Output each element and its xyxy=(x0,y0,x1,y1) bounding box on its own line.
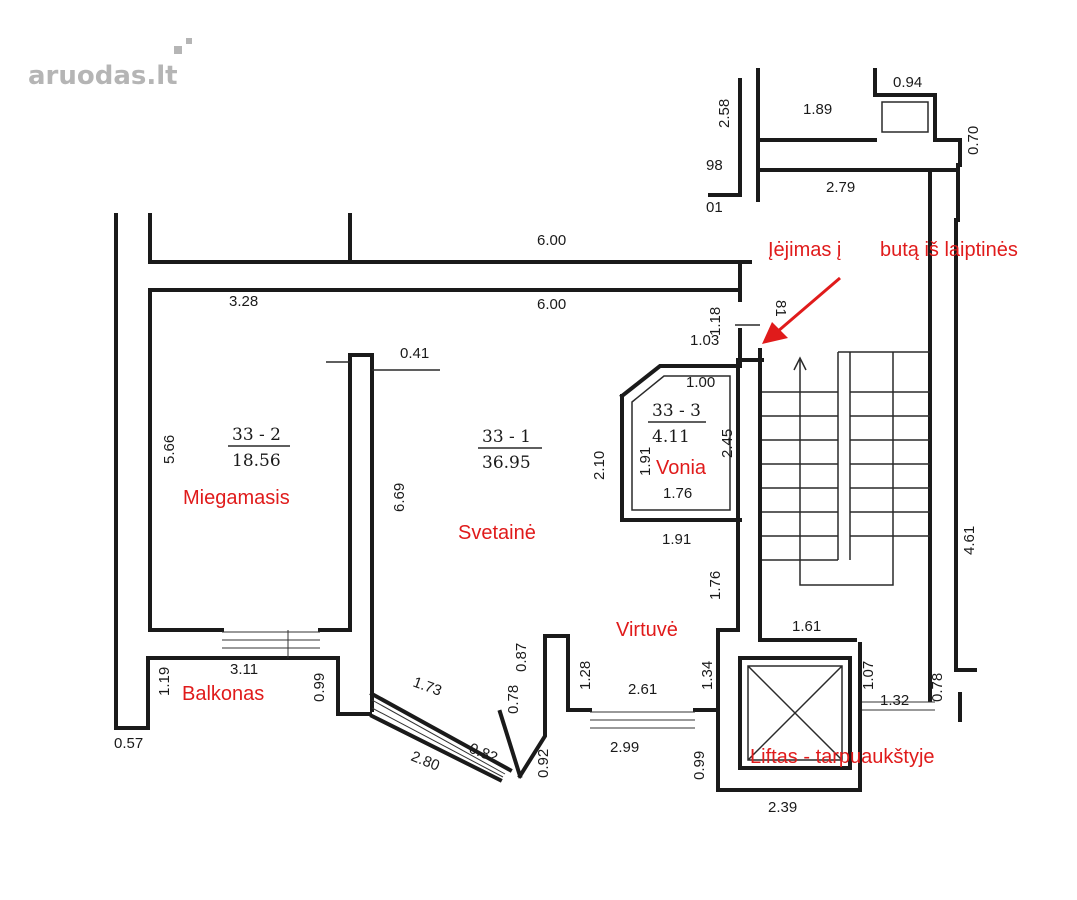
dim: 1.76 xyxy=(663,485,692,502)
svg-text:aruodas.lt: aruodas.lt xyxy=(28,61,178,91)
dim: 1.34 xyxy=(699,661,716,690)
dim: 1.28 xyxy=(577,661,594,690)
dim: 3.11 xyxy=(230,661,258,678)
dim: 1.91 xyxy=(637,447,654,476)
dim: 0.92 xyxy=(535,749,552,778)
dim: 0.82 xyxy=(467,740,500,767)
dim: 1.03 xyxy=(690,332,719,349)
walls xyxy=(114,68,977,792)
dim: 0.41 xyxy=(400,345,429,362)
room-id: 33 - 1 xyxy=(482,427,531,447)
dim: 1.18 xyxy=(707,307,724,336)
label-entrance-2: butą iš laiptinės xyxy=(880,239,1018,261)
dim: 2.58 xyxy=(716,99,733,128)
room-name: Miegamasis xyxy=(183,487,290,509)
dim: 1.00 xyxy=(686,374,715,391)
dim: 98 xyxy=(706,157,723,174)
entrance-arrow xyxy=(762,276,841,344)
dim: 2.61 xyxy=(628,681,657,698)
dim: 0.94 xyxy=(893,74,922,91)
dim: 1.91 xyxy=(662,531,691,548)
dim: 2.80 xyxy=(409,748,442,775)
logo-text: aruodas xyxy=(28,61,146,91)
dim: 1.89 xyxy=(803,101,832,118)
dim: 2.99 xyxy=(610,739,639,756)
dim: 0.99 xyxy=(691,751,708,780)
room-33-3: 33 - 3 4.11 Vonia xyxy=(648,401,707,479)
dim: 0.87 xyxy=(513,643,530,672)
dim: 1.32 xyxy=(880,692,909,709)
room-33-1: 33 - 1 36.95 Svetainė xyxy=(458,427,542,544)
dim: 1.07 xyxy=(860,661,877,690)
dim: 01 xyxy=(706,199,723,216)
dim: 0.78 xyxy=(505,685,522,714)
room-area: 36.95 xyxy=(482,453,531,473)
room-area: 18.56 xyxy=(232,451,281,471)
dim: 0.57 xyxy=(114,735,143,752)
dim: 1.73 xyxy=(411,674,444,700)
label-entrance-1: Įėjimas į xyxy=(768,239,841,261)
dim: 6.69 xyxy=(391,483,408,512)
dim: 0.70 xyxy=(965,126,982,155)
dim: 5.66 xyxy=(161,435,178,464)
label-virtuve: Virtuvė xyxy=(616,619,678,641)
room-name: Vonia xyxy=(656,457,707,479)
dim: 1.19 xyxy=(156,667,173,696)
dim: 1.61 xyxy=(792,618,821,635)
room-name: Svetainė xyxy=(458,522,536,544)
dimension-lines xyxy=(326,324,760,371)
room-33-2: 33 - 2 18.56 Miegamasis xyxy=(183,425,290,509)
room-area: 4.11 xyxy=(652,427,690,447)
label-elevator: Liftas - tarpuaukštyje xyxy=(750,746,935,768)
dim: 1.76 xyxy=(707,571,724,600)
dim: 6.00 xyxy=(537,296,566,313)
dim: 2.45 xyxy=(719,429,736,458)
dimensions: 0.94 1.89 0.70 2.58 98 2.79 01 6.00 6.00… xyxy=(114,74,982,816)
dim: 4.61 xyxy=(961,526,978,555)
dim: 0.99 xyxy=(311,673,328,702)
dim: 2.10 xyxy=(591,451,608,480)
dim: 81 xyxy=(772,300,789,317)
room-id: 33 - 3 xyxy=(652,401,701,421)
dim: 2.79 xyxy=(826,179,855,196)
dim: 2.39 xyxy=(768,799,797,816)
aruodas-logo: aruodas.lt xyxy=(28,38,192,91)
dim: 0.78 xyxy=(929,673,946,702)
dim: 3.28 xyxy=(229,293,258,310)
room-id: 33 - 2 xyxy=(232,425,281,445)
dim: 6.00 xyxy=(537,232,566,249)
logo-suffix: .lt xyxy=(146,61,177,91)
label-balkonas: Balkonas xyxy=(182,683,264,705)
